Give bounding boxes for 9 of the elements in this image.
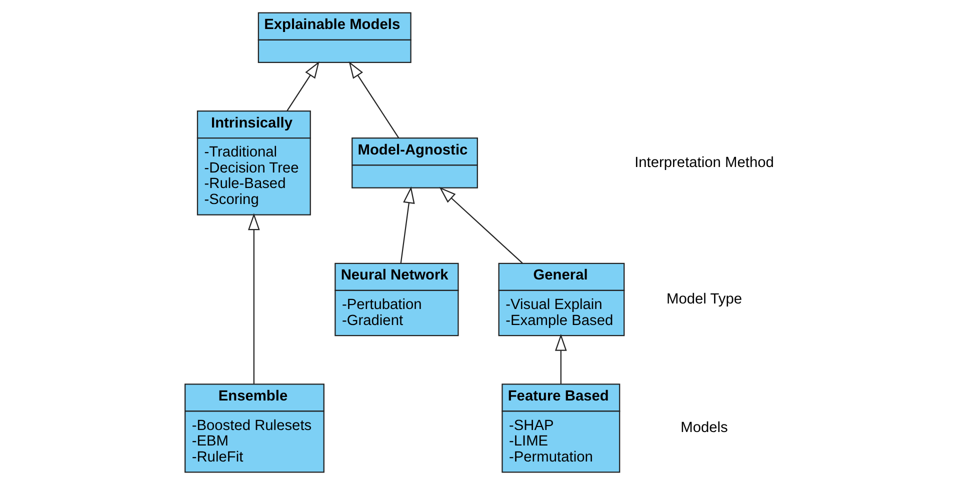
label: Model Type — [666, 291, 742, 308]
label: Models — [680, 420, 728, 436]
arrow — [438, 186, 522, 264]
arrow — [248, 213, 260, 384]
label: Interpretation Method — [634, 154, 774, 171]
arrow — [400, 186, 414, 264]
arrow — [554, 334, 566, 384]
arrow — [286, 61, 319, 111]
arrow — [348, 61, 399, 138]
